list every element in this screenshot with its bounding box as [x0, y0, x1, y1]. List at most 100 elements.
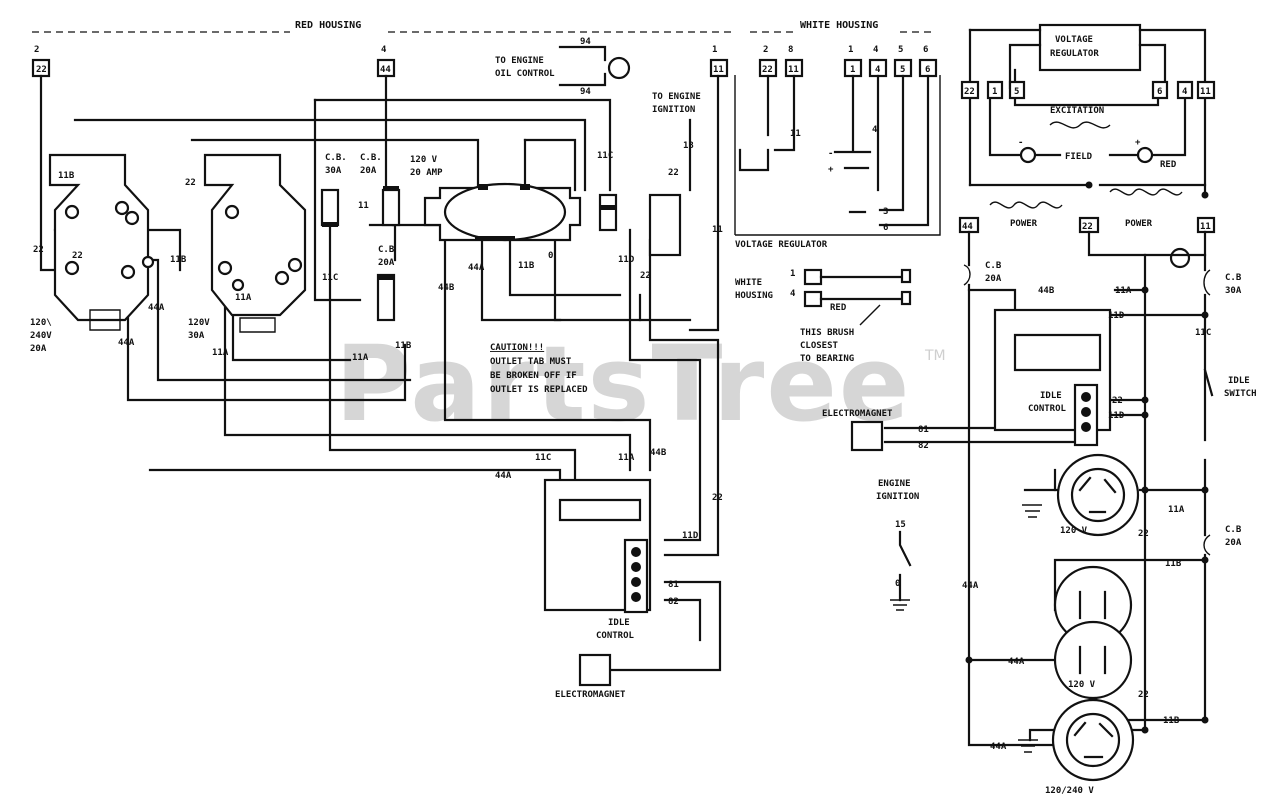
watermark-brand: PartsTree: [335, 323, 911, 445]
right-terminal-label: 22: [1082, 222, 1093, 232]
right-terminal-label: 44: [962, 222, 973, 232]
cb20b-label-1: C.B: [378, 245, 395, 255]
electromagnet-right-label: ELECTROMAGNET: [822, 409, 893, 419]
terminal-22-wire: 2: [34, 45, 39, 55]
cb-lower-1: C.B: [1225, 525, 1242, 535]
wire-label: 22: [33, 245, 44, 255]
oil-control-label-1: TO ENGINE: [495, 56, 544, 66]
ignition-label-1: TO ENGINE: [652, 92, 701, 102]
right-terminal-label: 5: [1014, 87, 1019, 97]
wire-label: 44A: [148, 303, 165, 313]
polarity-minus: -: [828, 149, 833, 159]
outlet-120v-20a: [423, 182, 582, 242]
wire-label: 44A: [1008, 657, 1025, 667]
red-housing-label: RED HOUSING: [295, 20, 361, 31]
right-terminal-label: 1: [992, 87, 997, 97]
rec2-rating-1: 120V: [188, 318, 210, 328]
watermark-tm: TM: [924, 348, 946, 364]
wire-label: 11B: [1165, 559, 1182, 569]
wire-label: 11A: [618, 453, 635, 463]
brush-assembly: WHITE HOUSING 1 4 RED THIS BRUSH CLOSEST…: [735, 268, 912, 364]
idle-control-right-2: CONTROL: [1028, 404, 1067, 414]
brush-note-3: TO BEARING: [800, 354, 854, 364]
em-wire-81: 81: [918, 425, 929, 435]
ignition-label-2: IGNITION: [652, 105, 695, 115]
brush-red-label: RED: [830, 303, 847, 313]
cb-right-1: C.B: [1225, 273, 1242, 283]
white-housing-regulator: 11 4 3 6 - + VOLTAGE REGULATOR: [734, 74, 941, 250]
wire-label: 22: [640, 271, 651, 281]
power-label-2: POWER: [1125, 219, 1153, 229]
terminal-44-label: 44: [380, 65, 391, 75]
wire-label: 11B: [58, 171, 75, 181]
ign-wire-15: 15: [895, 520, 906, 530]
wire-label: 11B: [518, 261, 535, 271]
wire-label: 22: [668, 168, 679, 178]
polarity-plus: +: [828, 165, 834, 175]
wire-label: 11B: [395, 341, 412, 351]
watermark: PartsTree TM: [335, 323, 946, 445]
terminal-wire: 2: [763, 45, 768, 55]
idle-control-right-1: IDLE: [1040, 391, 1062, 401]
terminal-label: 22: [762, 65, 773, 75]
rec-120-240-label: 120/240 V: [1045, 786, 1094, 796]
engine-ignition-1: ENGINE: [878, 479, 911, 489]
wire-label: 11C: [1195, 328, 1211, 338]
terminal-11-label: 11: [713, 65, 724, 75]
rec1-rating-1: 120\: [30, 318, 52, 328]
terminal-label: 5: [900, 65, 905, 75]
wire-label: 11C: [322, 273, 338, 283]
oil-sensor-symbol: [607, 56, 631, 80]
field-plus: +: [1135, 138, 1141, 148]
right-breakers-switch: C.B 20A C.B 30A C.B 20A IDLE SWITCH: [963, 261, 1257, 556]
right-receptacles: 120 V 120 V 120/240 V: [1018, 453, 1140, 796]
caution-4: OUTLET IS REPLACED: [490, 385, 588, 395]
wire-label: 44B: [1038, 286, 1055, 296]
wire-label: 22: [712, 493, 723, 503]
vreg-label-1: VOLTAGE: [1055, 35, 1093, 45]
oil-wire-a: 94: [580, 37, 591, 47]
terminal-wire: 1: [848, 45, 853, 55]
terminal-label: 4: [875, 65, 881, 75]
engine-ignition-switch: ENGINE IGNITION 15 0: [876, 479, 919, 611]
wire-label: 11A: [1168, 505, 1185, 515]
cb-left-1: C.B: [985, 261, 1002, 271]
wire-label: 11D: [618, 255, 635, 265]
terminal-11-wire: 1: [712, 45, 717, 55]
brush-note-1: THIS BRUSH: [800, 328, 854, 338]
wire-label: 22: [1138, 690, 1149, 700]
cb-left-2: 20A: [985, 274, 1002, 284]
em-wire-82: 82: [918, 441, 929, 451]
idle-switch-1: IDLE: [1228, 376, 1250, 386]
electromagnet-red-label: ELECTROMAGNET: [555, 690, 626, 700]
idle-control-red-1: IDLE: [608, 618, 630, 628]
terminal-wire: 8: [788, 45, 793, 55]
right-wire-labels: 44B 11A 11D 11C 22 11D 11A 22 11B 44A 44…: [962, 286, 1211, 752]
wire-label: 11B: [170, 255, 187, 265]
cb20-label-2: 20A: [360, 166, 377, 176]
power-label-1: POWER: [1010, 219, 1038, 229]
rec1-rating-3: 20A: [30, 344, 47, 354]
cb-right-2: 30A: [1225, 286, 1242, 296]
wire-label: 11D: [1108, 311, 1125, 321]
wire-label: 44B: [438, 283, 455, 293]
oil-control: TO ENGINE OIL CONTROL 94 94: [495, 37, 631, 97]
circuit-breakers: [320, 186, 682, 322]
voltage-regulator-label: VOLTAGE REGULATOR: [735, 240, 828, 250]
white-housing-terminals: 2 22 8 11 1 1 4 4 5 5 6 6: [758, 45, 938, 78]
wire-label: 11A: [235, 293, 252, 303]
wire-label: 3: [883, 207, 888, 217]
wire-label: 6: [883, 223, 888, 233]
red-housing-wiring: [39, 74, 722, 672]
terminal-wire: 4: [873, 45, 879, 55]
housing-headers: RED HOUSING WHITE HOUSING: [32, 20, 935, 33]
rec-120-a-label: 120 V: [1060, 526, 1088, 536]
wire-label: 11C: [597, 151, 613, 161]
right-bus-wiring: [883, 181, 1209, 747]
wire-label: 44A: [962, 581, 979, 591]
receptacle-120v-30a: [203, 153, 307, 333]
wire-label: 44A: [495, 471, 512, 481]
brush-wire-4: 4: [790, 289, 796, 299]
oil-wire-b: 94: [580, 87, 591, 97]
right-terminal-label: 4: [1182, 87, 1188, 97]
